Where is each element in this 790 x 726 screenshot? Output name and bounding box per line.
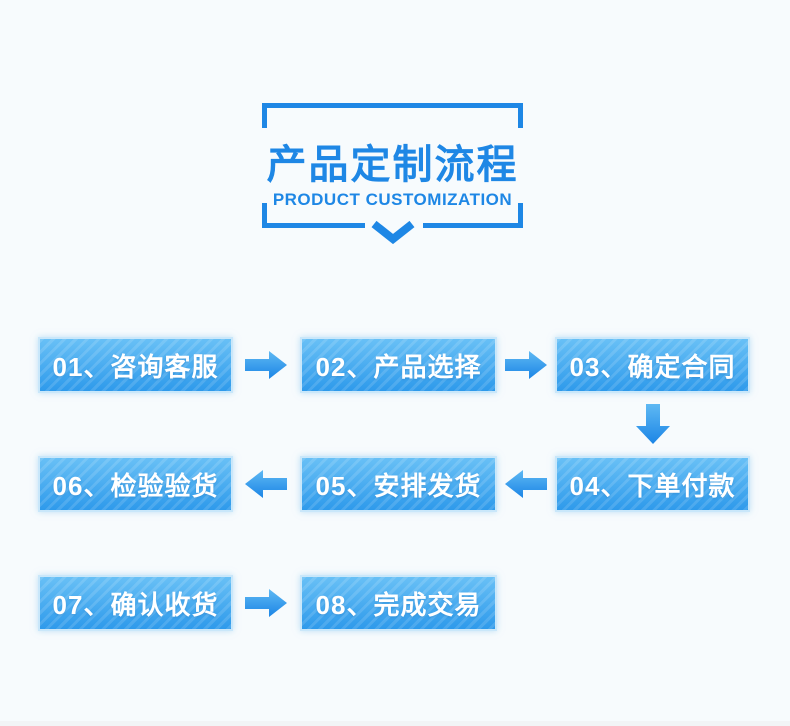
step-label: 01、咨询客服 <box>52 351 219 382</box>
title-block: 产品定制流程 PRODUCT CUSTOMIZATION <box>262 103 523 248</box>
page-subtitle: PRODUCT CUSTOMIZATION <box>272 190 513 209</box>
step-label: 05、安排发货 <box>315 470 482 501</box>
step-label: 08、完成交易 <box>315 589 482 620</box>
step-box-05: 05、安排发货 <box>300 456 497 512</box>
arrow-down-icon <box>636 404 670 444</box>
step-box-08: 08、完成交易 <box>300 575 497 631</box>
step-box-06: 06、检验验货 <box>38 456 233 512</box>
step-label: 03、确定合同 <box>569 351 736 382</box>
step-label: 07、确认收货 <box>52 589 219 620</box>
arrow-left-icon <box>505 470 547 498</box>
title-top-bracket <box>262 103 523 128</box>
arrow-right-icon <box>245 351 287 379</box>
arrow-right-icon <box>245 589 287 617</box>
title-bottom-bracket-right <box>423 203 523 228</box>
chevron-down-icon <box>371 220 415 244</box>
arrow-left-icon <box>245 470 287 498</box>
step-label: 02、产品选择 <box>315 351 482 382</box>
step-box-03: 03、确定合同 <box>555 337 750 393</box>
step-label: 04、下单付款 <box>569 470 736 501</box>
title-bottom-bracket-left <box>262 203 365 228</box>
step-box-02: 02、产品选择 <box>300 337 497 393</box>
step-label: 06、检验验货 <box>52 470 219 501</box>
step-box-07: 07、确认收货 <box>38 575 233 631</box>
step-box-01: 01、咨询客服 <box>38 337 233 393</box>
page-title: 产品定制流程 <box>266 143 519 187</box>
step-box-04: 04、下单付款 <box>555 456 750 512</box>
arrow-right-icon <box>505 351 547 379</box>
page-bottom-edge <box>0 721 790 726</box>
